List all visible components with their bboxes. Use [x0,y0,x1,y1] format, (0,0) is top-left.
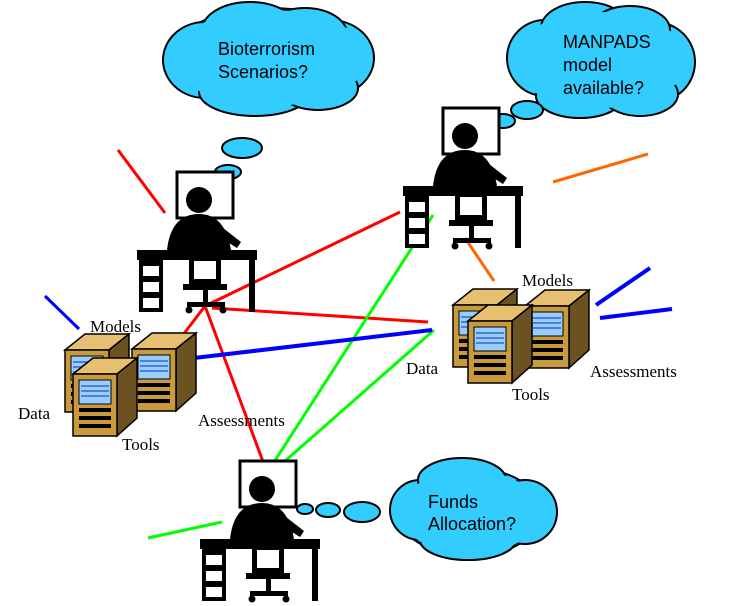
blue-link [599,307,673,320]
bioterrorism-text-line2: Scenarios? [218,62,308,82]
red-link [204,210,401,308]
server-cluster-left: Models Data Tools Assessments [18,317,285,454]
connection-lines [43,149,673,540]
thought-bubble-manpads: MANPADS model available? [480,1,696,134]
blue-link [594,266,652,307]
orange-link [463,237,496,282]
blue-link [43,294,81,331]
right-models-label: Models [522,271,573,290]
red-link [211,306,429,324]
left-assessments-label: Assessments [198,411,285,430]
server-icon [467,304,533,384]
right-tools-label: Tools [512,385,550,404]
thought-bubble-bioterrorism: Bioterrorism Scenarios? [162,1,375,180]
funds-text-line2: Allocation? [428,514,516,534]
left-models-label: Models [90,317,141,336]
manpads-text-line3: available? [563,78,644,98]
green-link [267,328,435,478]
right-data-label: Data [406,359,439,378]
orange-link [552,152,649,184]
red-link [203,305,270,476]
right-assessments-label: Assessments [590,362,677,381]
server-icon [72,357,138,437]
server-cluster-right: Models Data Tools Assessments [406,271,677,404]
bioterrorism-text-line1: Bioterrorism [218,39,315,59]
funds-text-line1: Funds [428,492,478,512]
red-link [116,149,167,214]
thought-bubble-funds: Funds Allocation? [296,457,558,561]
manpads-text-line1: MANPADS [563,32,651,52]
blue-link [193,328,433,360]
green-link [263,214,435,477]
analyst-icon [401,106,525,251]
left-data-label: Data [18,404,51,423]
analyst-icon [198,459,322,604]
green-link [147,520,223,540]
analyst-icon [135,170,259,315]
manpads-text-line2: model [563,55,612,75]
left-tools-label: Tools [122,435,160,454]
server-icon [524,289,590,369]
server-icon [131,332,197,412]
